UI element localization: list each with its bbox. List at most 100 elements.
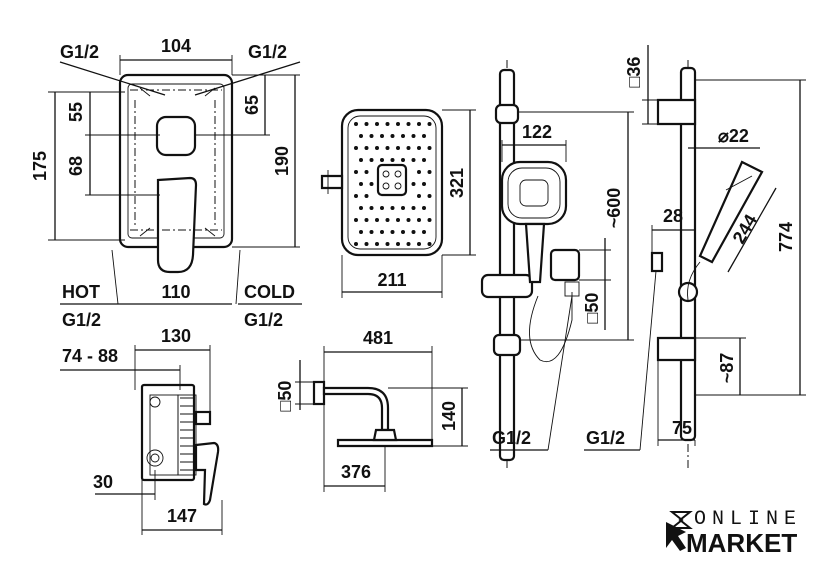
nozzle-dot	[375, 242, 379, 246]
thread-hand-shower: G1/2	[492, 428, 531, 448]
mixer-lever	[156, 176, 198, 274]
nozzle-dot	[401, 134, 405, 138]
nozzle-dot	[354, 146, 358, 150]
nozzle-dot	[385, 242, 390, 246]
nozzle-dot	[390, 230, 395, 234]
nozzle-dot	[417, 194, 421, 198]
nozzle-dot	[406, 218, 411, 222]
nozzle-dot	[422, 206, 426, 210]
lower-wall-bracket	[656, 336, 697, 362]
diverter-knob	[155, 115, 197, 157]
nozzle-dot	[422, 182, 426, 186]
dim-211: 211	[377, 270, 406, 290]
nozzle-dot	[380, 230, 384, 234]
nozzle-dot	[401, 206, 405, 210]
nozzle-dot	[427, 122, 432, 126]
cold-label: COLD	[244, 282, 295, 302]
hand-head	[500, 160, 568, 226]
nozzle-dot	[380, 134, 384, 138]
outlet-side	[650, 251, 664, 273]
ball-joint	[320, 174, 344, 190]
dim-dia22: ⌀22	[718, 126, 749, 146]
nozzle-dot	[354, 242, 358, 246]
nozzle-dot	[364, 146, 369, 150]
nozzle-dot	[369, 206, 374, 210]
nozzle-dot	[396, 122, 400, 126]
nozzle-dot	[354, 218, 358, 222]
nozzle-dot	[406, 146, 411, 150]
nozzle-dot	[427, 242, 432, 246]
mixer-side-view: 130 74 - 88 30 147	[60, 326, 223, 535]
nozzle-dot	[385, 218, 390, 222]
nozzle-dot	[369, 230, 374, 234]
nozzle-dot	[396, 242, 400, 246]
dim-122: 122	[522, 122, 552, 142]
concealed-box	[140, 383, 196, 482]
nozzle-dot	[375, 122, 379, 126]
dim-68: 68	[66, 156, 86, 176]
nozzle-dot	[359, 230, 363, 234]
dim-376: 376	[341, 462, 371, 482]
side-lever	[194, 441, 220, 506]
nozzle-dot	[385, 146, 390, 150]
nozzle-dot	[364, 170, 369, 174]
thread-bottom-right: G1/2	[244, 310, 283, 330]
nozzle-dot	[427, 170, 432, 174]
hand-shower-view: 122 ~600 □50 G1/2	[480, 60, 634, 470]
mixer-front-view: 104 G1/2 G1/2 175 55 68 65 190 HOT G1/2 …	[30, 36, 302, 330]
dim-65: 65	[242, 95, 262, 115]
dim-481: 481	[363, 328, 393, 348]
dim-110: 110	[161, 282, 190, 302]
logo-line-1: ONLINE	[694, 508, 802, 531]
dim-28: 28	[663, 206, 683, 226]
dim-600: ~600	[604, 188, 624, 229]
wall-flange	[312, 380, 326, 406]
nozzle-dot	[422, 134, 426, 138]
dim-130: 130	[161, 326, 191, 346]
logo-line-2: MARKET	[686, 528, 797, 558]
nozzle-dot	[401, 158, 405, 162]
nozzle-dot	[369, 182, 374, 186]
thread-rail: G1/2	[586, 428, 625, 448]
nozzle-dot	[417, 218, 421, 222]
logo-arrow-icon	[666, 522, 686, 551]
nozzle-dot	[354, 170, 358, 174]
dim-175: 175	[30, 151, 50, 181]
nozzle-dot	[417, 146, 421, 150]
upper-wall-bracket	[656, 98, 697, 126]
side-knob	[194, 410, 212, 426]
nozzle-dot	[390, 158, 395, 162]
dim-104: 104	[161, 36, 191, 56]
hose	[529, 292, 573, 362]
nozzle-dot	[417, 242, 421, 246]
rail-side-view: □36 ⌀22 28 244 774 ~87 75 G1/2	[584, 45, 806, 470]
nozzle-dot	[396, 218, 400, 222]
nozzle-dot	[380, 206, 384, 210]
nozzle-dot	[411, 182, 416, 186]
shower-arm-view: 481 □50 140 376	[275, 328, 468, 492]
nozzle-dot	[385, 122, 390, 126]
nozzle-dot	[364, 122, 369, 126]
nozzle-dot	[354, 194, 358, 198]
nozzle-dot	[411, 158, 416, 162]
nozzle-dot	[390, 206, 395, 210]
nozzle-dot	[422, 230, 426, 234]
dim-190: 190	[272, 146, 292, 176]
nozzle-dot	[401, 230, 405, 234]
slider-holder	[480, 273, 534, 299]
shower-nozzles	[354, 122, 432, 246]
dim-55: 55	[66, 102, 86, 122]
nozzle-dot	[359, 158, 363, 162]
nozzle-dot	[411, 230, 416, 234]
dim-sq36: □36	[624, 57, 644, 88]
online-market-logo: ONLINE MARKET	[666, 508, 802, 558]
dim-30: 30	[93, 472, 113, 492]
corner-ticks	[139, 87, 216, 237]
thread-top-left: G1/2	[60, 42, 99, 62]
dim-147: 147	[167, 506, 197, 526]
nozzle-dot	[427, 194, 432, 198]
nozzle-dot	[422, 158, 426, 162]
dim-87: ~87	[717, 353, 737, 384]
